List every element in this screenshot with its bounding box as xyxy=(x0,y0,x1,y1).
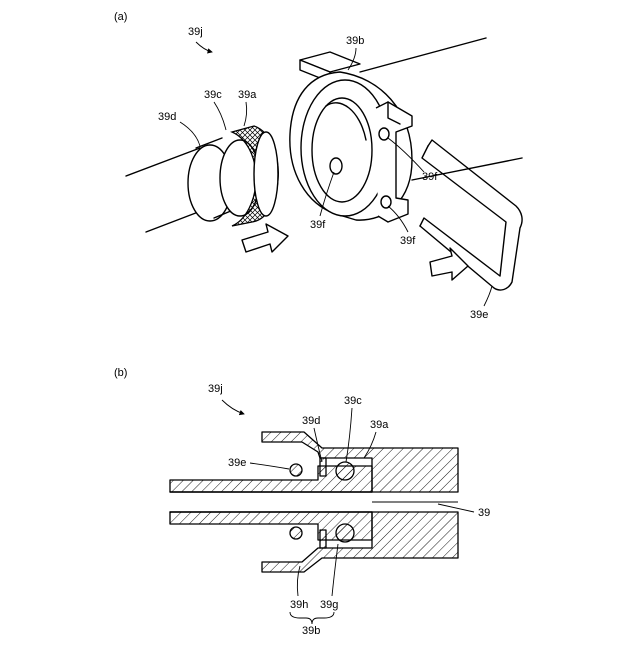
hole-39f-left xyxy=(330,158,342,174)
label-39f-right: 39f xyxy=(422,171,438,183)
label-39e-b: 39e xyxy=(228,457,246,469)
leader-39e-a xyxy=(484,286,492,306)
hole-39f-lower xyxy=(381,196,391,208)
oring-39c-upper xyxy=(336,462,354,480)
label-39j-b: 39j xyxy=(208,383,223,395)
label-39-b: 39 xyxy=(478,507,490,519)
label-39a-b: 39a xyxy=(370,419,389,431)
insert-arrow-icon xyxy=(242,224,288,252)
label-39c-a: 39c xyxy=(204,89,222,101)
leader-39j-a xyxy=(196,42,212,52)
hole-39f-right xyxy=(379,128,389,140)
label-39b-b: 39b xyxy=(302,625,320,637)
panel-b-tag: (b) xyxy=(114,367,127,379)
leader-39a-a xyxy=(244,102,247,126)
leader-39c-a xyxy=(214,102,226,130)
label-39d-b: 39d xyxy=(302,415,320,427)
panel-b: (b) 39j 39d 39c 39a xyxy=(114,367,490,637)
clip-39e-upper xyxy=(290,464,302,476)
panel-a-tag: (a) xyxy=(114,11,127,23)
leader-39-b xyxy=(438,504,474,512)
label-39d-a: 39d xyxy=(158,111,176,123)
panel-a: (a) 39j 39d 39c 39a xyxy=(114,11,522,321)
brace-39b xyxy=(290,612,334,624)
housing-39b xyxy=(290,52,412,222)
oring-39c-lower xyxy=(336,524,354,542)
label-39b-a: 39b xyxy=(346,35,364,47)
label-39c-b: 39c xyxy=(344,395,362,407)
label-39e-a: 39e xyxy=(470,309,488,321)
label-39h-b: 39h xyxy=(290,599,308,611)
label-39j-a: 39j xyxy=(188,26,203,38)
leader-39e-b xyxy=(250,463,289,469)
clip-39e-lower xyxy=(290,527,302,539)
leader-39d-a xyxy=(180,122,200,146)
label-39g-b: 39g xyxy=(320,599,338,611)
leader-39j-b xyxy=(222,400,244,414)
label-39f-lower: 39f xyxy=(400,235,416,247)
label-39f-left: 39f xyxy=(310,219,326,231)
label-39a-a: 39a xyxy=(238,89,257,101)
insert-arrow-right-icon xyxy=(430,248,468,280)
